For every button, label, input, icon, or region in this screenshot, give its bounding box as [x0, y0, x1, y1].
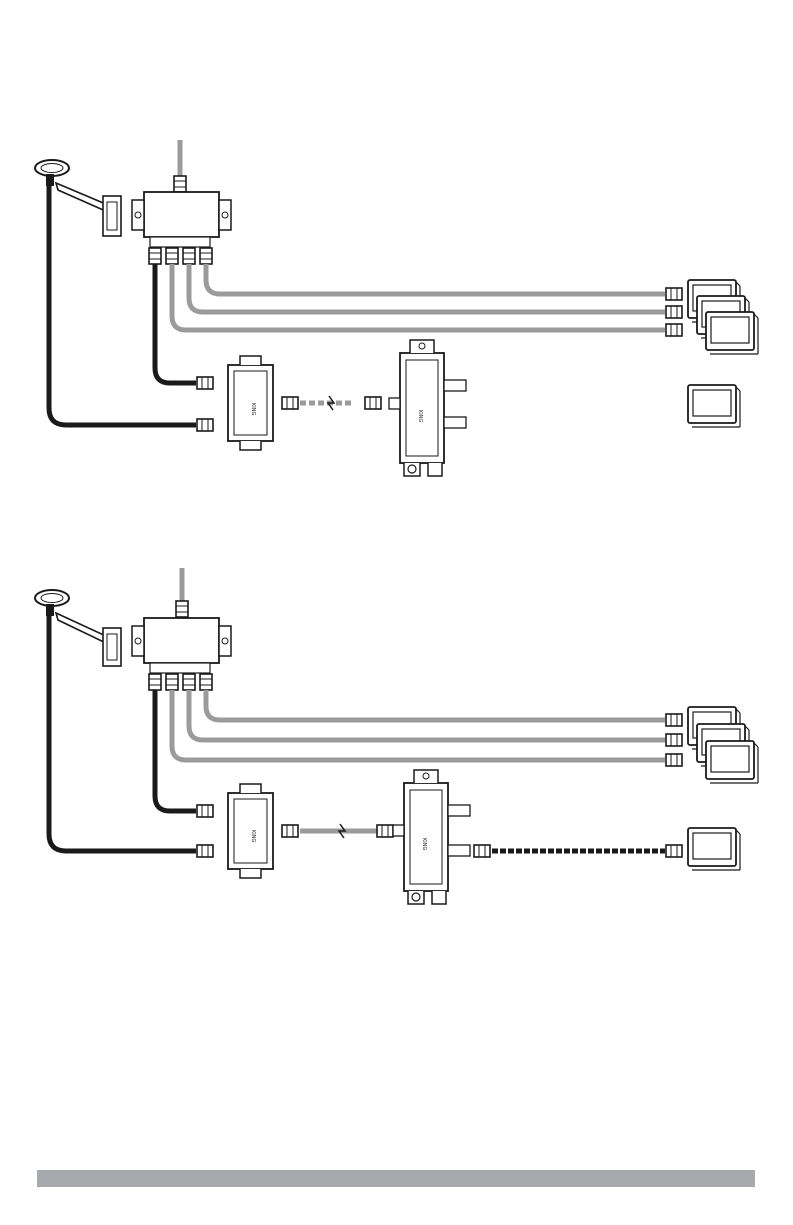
- tv-cable-3: [172, 690, 665, 760]
- diagram-panel-a: KING KING: [35, 140, 758, 476]
- multiswitch-box: [132, 192, 231, 237]
- tv-cable-2: [189, 264, 665, 312]
- tv-icon: [706, 741, 758, 783]
- diagram-panel-b: KING KING: [35, 568, 758, 904]
- brand-label: KING: [250, 830, 256, 842]
- multiswitch-box: [132, 618, 231, 663]
- footer-bar: [37, 1170, 755, 1187]
- tv-icon: [688, 828, 740, 870]
- brand-label: KING: [421, 838, 427, 850]
- tv-cable-1: [206, 690, 665, 720]
- diplexer-box: KING: [197, 784, 298, 878]
- tv-icon: [706, 312, 758, 354]
- brand-label: KING: [417, 410, 423, 422]
- splitter-box: KING: [393, 770, 470, 904]
- brand-label: KING: [250, 403, 256, 415]
- lightning-icon: [328, 396, 334, 410]
- splitter-box: KING: [389, 340, 466, 476]
- tv-cable-2: [189, 690, 665, 740]
- tv-cable-1: [206, 264, 665, 294]
- tv-icon: [688, 385, 740, 427]
- lightning-icon: [339, 824, 345, 838]
- tv-cable-3: [172, 264, 665, 330]
- diplexer-box: KING: [197, 356, 298, 450]
